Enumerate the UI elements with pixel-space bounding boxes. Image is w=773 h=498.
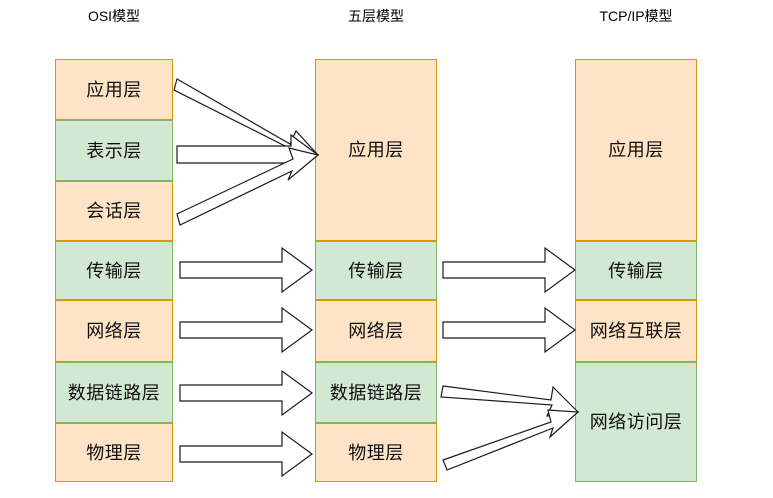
arrow-osi-session-to-five-application bbox=[176, 147, 320, 226]
column-title-osi: OSI模型 bbox=[87, 8, 141, 24]
five-layer-application[interactable]: 应用层 bbox=[315, 59, 437, 241]
arrow-five-physical-to-tcpip-access bbox=[442, 409, 580, 471]
arrow-osi-datalink-to-five-datalink bbox=[179, 369, 314, 417]
osi-layer-presentation[interactable]: 表示层 bbox=[55, 120, 173, 181]
osi-layer-transport[interactable]: 传输层 bbox=[55, 241, 173, 300]
arrow-five-network-to-tcpip-internet bbox=[442, 306, 577, 354]
tcpip-layer-transport[interactable]: 传输层 bbox=[575, 241, 697, 300]
arrow-osi-application-to-five-application bbox=[173, 78, 320, 162]
five-layer-transport[interactable]: 传输层 bbox=[315, 241, 437, 300]
arrow-osi-network-to-five-network bbox=[179, 306, 314, 354]
osi-layer-session[interactable]: 会话层 bbox=[55, 181, 173, 241]
arrow-osi-presentation-to-five-application bbox=[176, 133, 320, 176]
column-title-tcpip: TCP/IP模型 bbox=[599, 8, 673, 24]
osi-layer-application[interactable]: 应用层 bbox=[55, 59, 173, 120]
osi-layer-datalink[interactable]: 数据链路层 bbox=[55, 362, 173, 423]
column-title-five-layer: 五层模型 bbox=[348, 8, 404, 24]
arrow-osi-transport-to-five-transport bbox=[179, 246, 314, 294]
tcpip-layer-application[interactable]: 应用层 bbox=[575, 59, 697, 241]
five-layer-datalink[interactable]: 数据链路层 bbox=[315, 362, 437, 423]
five-layer-network[interactable]: 网络层 bbox=[315, 300, 437, 362]
arrow-osi-physical-to-five-physical bbox=[179, 430, 314, 478]
osi-layer-physical[interactable]: 物理层 bbox=[55, 423, 173, 482]
five-layer-physical[interactable]: 物理层 bbox=[315, 423, 437, 482]
osi-layer-network[interactable]: 网络层 bbox=[55, 300, 173, 362]
tcpip-layer-network-access[interactable]: 网络访问层 bbox=[575, 362, 697, 482]
tcpip-layer-internet[interactable]: 网络互联层 bbox=[575, 300, 697, 362]
arrow-five-transport-to-tcpip-transport bbox=[442, 246, 577, 294]
arrow-five-datalink-to-tcpip-access bbox=[440, 385, 580, 417]
